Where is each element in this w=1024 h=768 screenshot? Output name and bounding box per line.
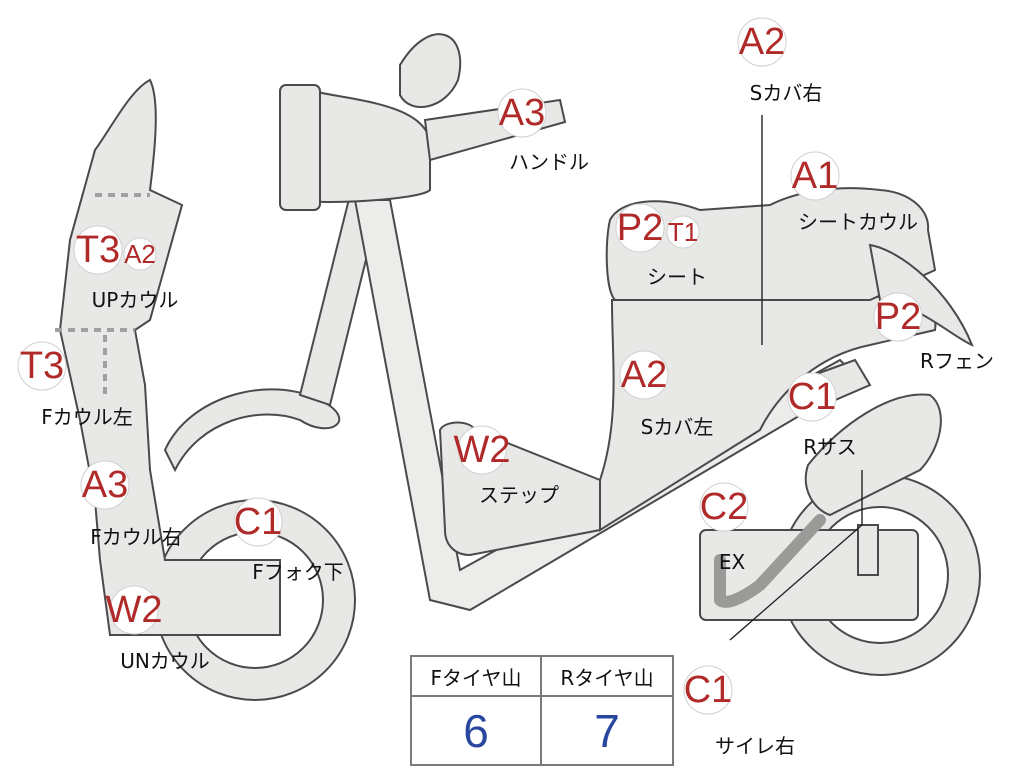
svg-text:Rサス: Rサス	[803, 435, 857, 459]
front-tire-header: Fタイヤ山	[412, 657, 542, 697]
svg-text:シートカウル: シートカウル	[798, 210, 918, 234]
svg-text:A2: A2	[124, 239, 156, 269]
part-step: W2 ステップ	[454, 425, 559, 507]
svg-text:A1: A1	[792, 155, 838, 197]
svg-text:Fカウル左: Fカウル左	[41, 405, 133, 429]
part-rear-fender: P2 Rフェン	[873, 292, 994, 373]
svg-text:Fカウル右: Fカウル右	[90, 525, 182, 549]
part-silencer-right: C1 サイレ右	[683, 665, 795, 758]
svg-text:C2: C2	[700, 486, 749, 528]
svg-text:Sカバ左: Sカバ左	[641, 415, 714, 439]
svg-text:W2: W2	[454, 429, 511, 471]
svg-text:シート: シート	[647, 265, 707, 289]
part-under-cowl: W2 UNカウル	[106, 585, 210, 673]
svg-text:EX: EX	[719, 550, 746, 574]
svg-text:A2: A2	[621, 354, 667, 396]
seat	[605, 187, 937, 301]
part-seat: P2 T1 シート	[615, 203, 707, 289]
part-front-cowl-right: A3 Fカウル右	[80, 460, 182, 549]
part-rear-suspension: C1 Rサス	[787, 372, 857, 459]
svg-text:P2: P2	[875, 296, 921, 338]
part-front-cowl-left: T3 Fカウル左	[17, 341, 133, 429]
part-upper-cowl: T3 A2 UPカウル	[73, 225, 179, 312]
part-front-fork-lower: C1 Fフォク下	[233, 497, 344, 584]
svg-text:UNカウル: UNカウル	[120, 649, 210, 673]
svg-text:ハンドル: ハンドル	[509, 150, 589, 174]
svg-text:T3: T3	[76, 229, 120, 271]
svg-text:A2: A2	[739, 21, 785, 63]
part-handlebar: A3 ハンドル	[497, 88, 589, 174]
svg-text:T3: T3	[20, 345, 64, 387]
svg-text:A3: A3	[82, 464, 128, 506]
svg-text:Sカバ右: Sカバ右	[750, 81, 823, 105]
engine-muffler	[699, 393, 942, 621]
part-exhaust: C2 EX	[699, 482, 749, 574]
svg-text:C1: C1	[234, 501, 283, 543]
svg-text:A3: A3	[499, 92, 545, 134]
rear-tire-header: Rタイヤ山	[542, 657, 672, 697]
svg-text:C1: C1	[788, 376, 837, 418]
svg-text:ステップ: ステップ	[479, 483, 559, 507]
svg-text:C1: C1	[684, 669, 733, 711]
rear-tire-value: 7	[594, 704, 620, 757]
svg-text:サイレ右: サイレ右	[715, 734, 795, 758]
svg-text:W2: W2	[106, 589, 163, 631]
headlight	[399, 33, 462, 108]
part-seat-cowl: A1 シートカウル	[790, 151, 918, 234]
svg-text:P2: P2	[617, 207, 663, 249]
part-side-cover-right: A2 Sカバ右	[737, 17, 823, 105]
tire-tread-table: Fタイヤ山 Rタイヤ山 6 7	[410, 655, 674, 766]
svg-text:T1: T1	[668, 217, 698, 247]
svg-text:UPカウル: UPカウル	[92, 288, 179, 312]
part-side-cover-left: A2 Sカバ左	[619, 350, 714, 439]
svg-text:Fフォク下: Fフォク下	[252, 560, 344, 584]
svg-text:Rフェン: Rフェン	[920, 349, 994, 373]
leader-line	[729, 524, 863, 641]
front-tire-value: 6	[412, 697, 542, 764]
